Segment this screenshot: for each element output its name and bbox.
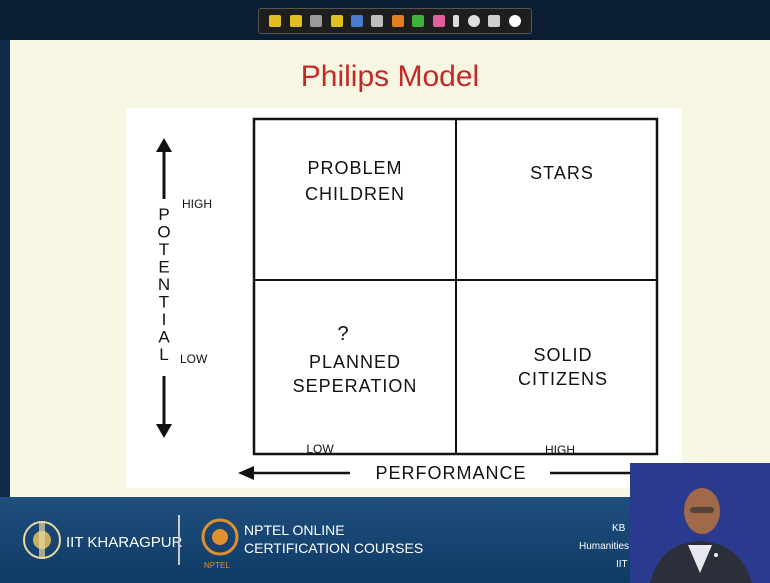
quadrant-bottom-left-line1: PLANNED	[309, 352, 401, 372]
pointer-icon[interactable]	[269, 15, 282, 27]
y-axis-letter: E	[158, 258, 169, 277]
presenter-figure	[630, 463, 770, 583]
instructor-line1: KB	[612, 523, 626, 534]
x-axis-label: PERFORMANCE	[375, 463, 526, 483]
instructor-line2: Humanities	[579, 541, 630, 552]
footer-divider	[178, 515, 180, 565]
pencil-icon[interactable]	[391, 15, 404, 27]
annotation-toolbar	[258, 8, 532, 34]
marker-icon[interactable]	[330, 15, 343, 27]
quadrant-bottom-left-line2: SEPERATION	[293, 376, 418, 396]
quadrant-top-left-line2: CHILDREN	[305, 184, 405, 204]
y-axis-letter: T	[159, 240, 169, 259]
potential-axis-arrow	[156, 138, 172, 438]
y-axis-letter: P	[158, 205, 169, 224]
y-axis-letter: A	[158, 328, 170, 347]
page-icon[interactable]	[371, 15, 384, 27]
pen-icon[interactable]	[289, 15, 302, 27]
quadrant-diagram-svg: PROBLEM CHILDREN STARS ? PLANNED SEPERAT…	[156, 117, 659, 483]
laser-icon[interactable]	[467, 15, 480, 27]
settings-icon[interactable]	[508, 15, 521, 27]
presenter-video	[630, 463, 770, 583]
y-axis-letter: I	[162, 310, 167, 329]
quadrant-bottom-right-line2: CITIZENS	[518, 369, 608, 389]
quadrant-bottom-left-question: ?	[337, 323, 348, 345]
y-axis-high-label: HIGH	[182, 197, 212, 211]
highlighter-icon[interactable]	[310, 15, 323, 27]
nptel-line1: NPTEL ONLINE	[244, 522, 345, 538]
instructor-line3: IIT	[616, 559, 628, 570]
green-pen-icon[interactable]	[412, 15, 425, 27]
quadrant-bottom-right-line1: SOLID	[533, 345, 592, 365]
eraser-icon[interactable]	[351, 15, 364, 27]
top-bar	[0, 0, 770, 40]
iit-kharagpur-label: IIT KHARAGPUR	[66, 534, 183, 551]
quadrant-top-left-line1: PROBLEM	[307, 158, 402, 178]
nptel-line2: CERTIFICATION COURSES	[244, 540, 424, 556]
arrow-icon[interactable]	[453, 15, 460, 27]
y-axis-letter: L	[159, 345, 168, 364]
grid-icon[interactable]	[488, 15, 501, 27]
y-axis-letter: N	[158, 275, 170, 294]
x-axis-low-label: LOW	[306, 442, 334, 456]
pink-pen-icon[interactable]	[432, 15, 445, 27]
y-axis-low-label: LOW	[180, 352, 208, 366]
nptel-logo-text: NPTEL	[204, 561, 230, 570]
slide: Philips Model PROBLEM CHILDREN STARS ? P…	[10, 40, 770, 497]
y-axis-letter: O	[157, 223, 170, 242]
nptel-logo-icon	[201, 518, 239, 556]
x-axis-high-label: HIGH	[545, 443, 575, 457]
slide-title: Philips Model	[300, 60, 480, 93]
iit-kharagpur-logo-icon	[23, 521, 61, 559]
y-axis-letter: T	[159, 293, 169, 312]
philips-model-diagram: PROBLEM CHILDREN STARS ? PLANNED SEPERAT…	[126, 108, 682, 488]
quadrant-top-right: STARS	[530, 163, 594, 183]
